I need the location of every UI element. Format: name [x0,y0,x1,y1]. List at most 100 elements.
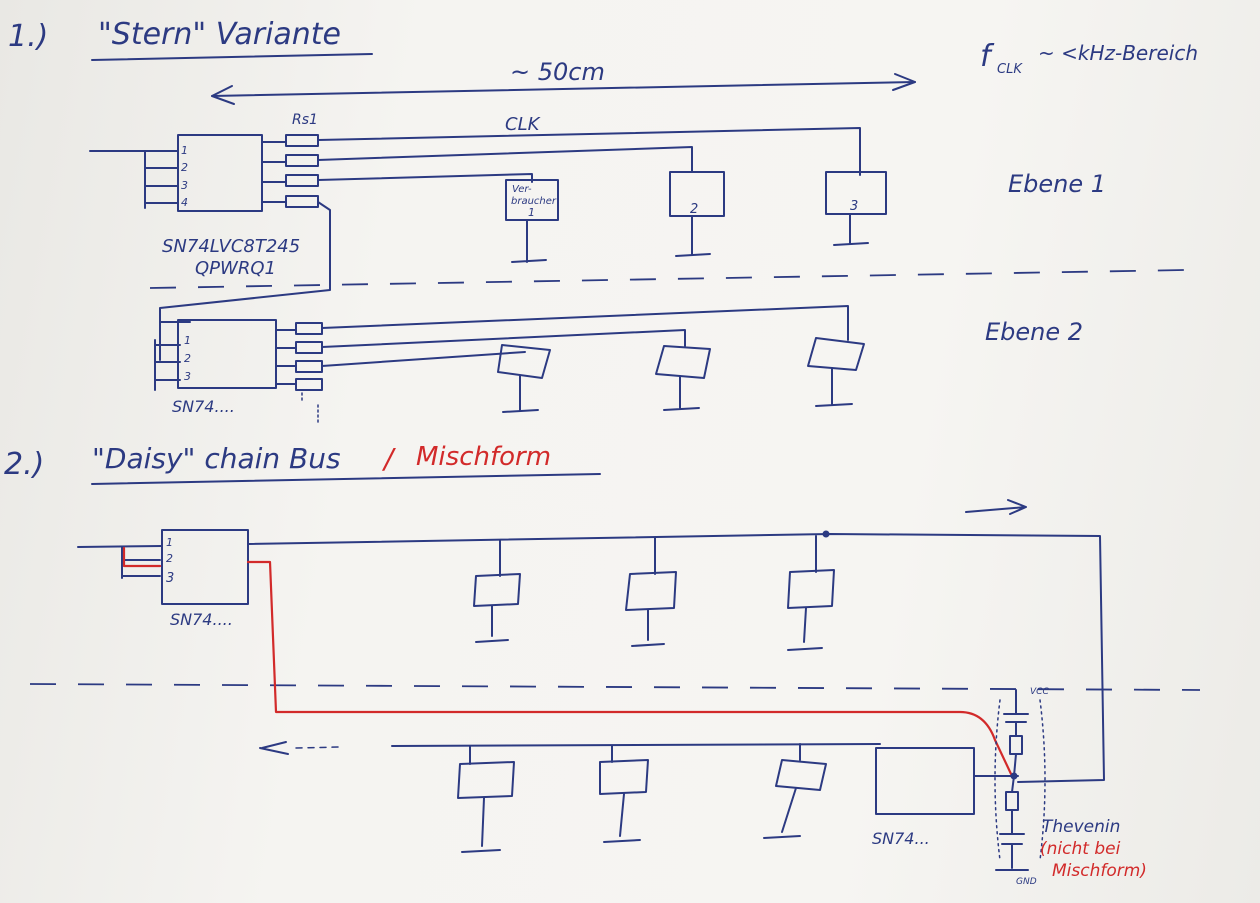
chip2-pin-2: 2 [184,352,191,365]
chip1-pin-4: 4 [181,196,188,209]
section1-title-underline [91,53,373,61]
lower-device-3-ground [763,787,801,839]
lower-device-2-ground [603,793,641,843]
chip3-input-line [77,545,163,548]
distance-label: ~ 50cm [510,58,605,86]
device1-label-line2: braucher [511,196,557,207]
fclk-symbol: f [980,39,995,74]
lower-bus-line [391,743,881,747]
device1-label-line1: Ver- [512,184,532,195]
section1-title: "Stern" Variante [98,17,341,52]
cascade-line-to-chip2 [159,201,331,361]
device2-number: 2 [690,202,698,217]
clk-line-to-device3 [317,127,861,176]
device3-ground [833,213,869,246]
level2-device1 [497,344,551,379]
lower-device-1-ground [461,797,501,853]
chip2-resistor-2 [295,341,323,354]
chip2-name: SN74.... [172,397,235,416]
chip3-pin-3: 3 [166,571,174,586]
section2-title: "Daisy" chain Bus [92,442,341,475]
level2-device2 [655,345,711,379]
vcc-supply-symbol [1003,689,1029,737]
bus-device-1 [473,573,521,607]
bus-device-2 [625,571,677,611]
line-to-device1 [317,173,533,183]
lower-bus-dashed-continuation [295,746,341,749]
chip3-pin-2: 2 [166,552,173,565]
chip2-output-stubs [275,329,297,385]
level1-label: Ebene 1 [1008,170,1106,198]
resistor-rs4 [285,195,319,208]
level2-device1-ground [502,375,539,413]
chip1-name-line1: SN74LVC8T245 [162,236,300,257]
level2-label: Ebene 2 [985,318,1083,346]
chip3-name: SN74.... [170,610,233,629]
device1-box [505,179,559,221]
chip1-pin-1: 1 [181,144,188,157]
chip3-red-jumper [122,546,162,568]
distance-arrow-left-head [211,85,235,105]
lower-device-3 [775,759,827,791]
level2-device3 [807,337,865,371]
chip1-box [177,134,263,212]
section2-title-red: Mischform [416,442,551,472]
thevenin-note-line2: Mischform) [1052,861,1147,881]
chip2-pin-1: 1 [184,334,191,347]
chip3-box [161,529,249,605]
rs1-label: Rs1 [292,112,318,128]
chip2-pin-3: 3 [184,370,191,383]
device2-box [669,171,725,217]
fclk-range: ~ <kHz-Bereich [1038,41,1198,65]
device2-ground [675,215,711,257]
chip2-continuation-dots [301,392,319,426]
level-separator-1 [149,269,1186,289]
resistor-rs3 [285,174,319,187]
chip2-pin-branches [154,321,191,391]
resistor-rs1 [285,134,319,147]
chip2-resistor-3 [295,360,323,373]
lower-device-1 [457,761,515,799]
level2-device2-ground [663,375,700,411]
level-separator-2 [29,683,1201,691]
chip1-output-stubs [261,141,287,203]
thevenin-dotted-outline [994,699,1046,861]
chip2-resistor-4 [295,378,323,391]
clk-label: CLK [505,114,541,135]
thevenin-note-line1: (nicht bei [1040,839,1121,859]
gnd-label: GND [1016,877,1037,887]
chip1-pin-3: 3 [181,179,188,192]
thevenin-link [1011,753,1017,793]
section2-title-underline [91,473,601,485]
distance-arrow-line [211,81,916,97]
section1-number: 1.) [8,19,48,54]
daisy-chain-bus-upper [247,533,1105,783]
chip3-pin-branches [121,546,161,579]
chip2-box [177,319,277,389]
chip2-line-to-device3 [321,305,849,341]
bus-junction-dot [822,530,830,538]
bus-device-3-ground [787,607,823,651]
bus-device-2-ground [631,609,665,647]
distance-arrow-right-head [892,73,916,91]
lower-device-2 [599,759,649,795]
chip2-line-to-device2 [321,329,686,348]
section2-separator: / [381,442,396,475]
chip4-name: SN74... [872,829,930,848]
lower-bus-left-arrow [259,741,289,755]
chip2-resistor-1 [295,322,323,335]
device1-ground [511,219,547,263]
level2-device3-ground [815,367,853,407]
fclk-subscript: CLK [997,62,1023,77]
bus-direction-arrow [965,499,1027,515]
chip2-line-to-device1 [321,351,526,367]
chip1-name-line2: QPWRQ1 [195,258,276,279]
bus-device-1-ground [475,605,509,643]
thevenin-resistor-lower [1005,791,1019,811]
chip1-pin-branches [144,150,179,209]
section2-number: 2.) [4,447,44,482]
gnd-symbol [995,809,1029,871]
chip3-pin-1: 1 [166,536,173,549]
